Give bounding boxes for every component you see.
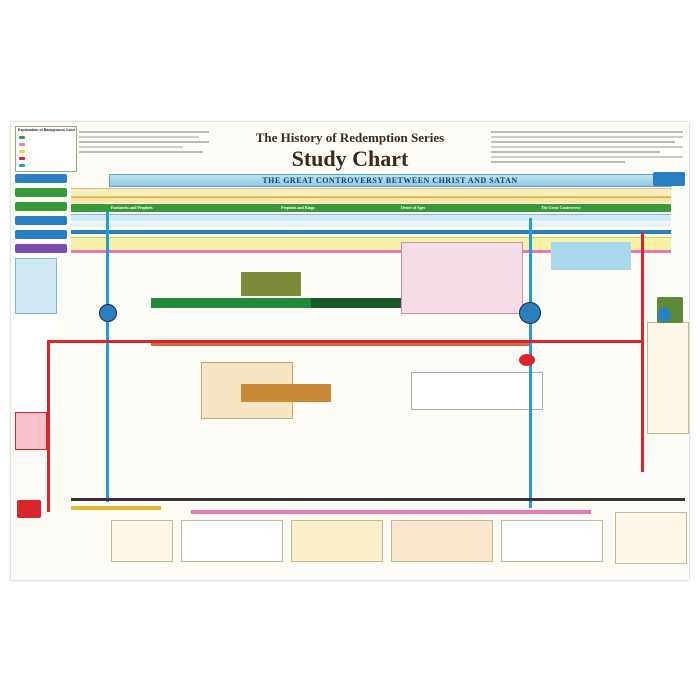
legend-title: Explanation of Background Color [18,128,76,132]
bottom-box-4 [391,520,493,562]
timeline-node-1 [99,304,117,322]
bottom-box-3 [291,520,383,562]
row-label-4 [15,216,67,225]
intro-text-block [79,128,209,158]
great-controversy-banner: THE GREAT CONTROVERSY BETWEEN CHRIST AND… [109,174,671,187]
light-blue-panel [551,242,631,270]
timeline-band-3 [71,214,671,221]
bottom-right-text-panel [615,512,687,564]
legend-swatch-blue [19,164,25,167]
bottom-box-2 [181,520,283,562]
bottom-band-1 [71,506,161,510]
statue-image [241,384,331,402]
period-patriarchs: Patriarchs and Prophets [111,205,153,210]
series-title: The History of Redemption Series [255,130,445,145]
period-desire: Desire of Ages [401,205,426,210]
red-vertical-line-right [641,232,644,472]
legend-swatch-yellow [19,150,25,153]
right-header-badge [653,172,685,186]
center-text-box [411,372,543,410]
row-label-2 [15,188,67,197]
period-kings: Prophets and Kings [281,205,315,210]
bottom-box-5 [501,520,603,562]
legend-swatch-pink [19,143,25,146]
red-horizontal-line [47,340,643,343]
row-label-3 [15,202,67,211]
timeline-node-2 [519,302,541,324]
legend-swatch-red [19,157,25,160]
row-label-1 [15,174,67,183]
study-chart-poster: Explanation of Background Color The Hist… [11,122,689,580]
preface-text-block [491,128,683,168]
bottom-band-2 [191,510,591,514]
timeline-band-1 [71,188,671,197]
row-label-6 [15,244,67,253]
primary-timeline [71,230,671,234]
legend-box: Explanation of Background Color [15,126,77,172]
row-label-5 [15,230,67,239]
main-title: Study Chart [291,146,409,171]
timeline-node-3 [519,354,535,366]
bottom-timeline [71,498,685,501]
timeline-band-2 [71,197,671,203]
period-gc: The Great Controversy [541,205,581,210]
timeline-band-4 [71,222,671,227]
period-band: Patriarchs and Prophets Prophets and Kin… [71,204,671,212]
left-red-badge [17,500,41,518]
blue-vertical-line [106,212,109,502]
red-vertical-line [47,342,50,512]
timeline-band-6 [71,250,671,253]
left-blue-panel [15,258,57,314]
orange-band [151,340,531,346]
pink-panel [401,242,523,314]
bottom-box-1 [111,520,173,562]
left-text-column [15,317,57,427]
green-kingdom-bar [151,298,391,308]
legend-swatch-green [19,136,25,139]
left-pink-box [15,412,47,450]
timeline-node-4 [657,308,671,322]
right-text-panel [647,322,689,434]
center-image-1 [241,272,301,296]
